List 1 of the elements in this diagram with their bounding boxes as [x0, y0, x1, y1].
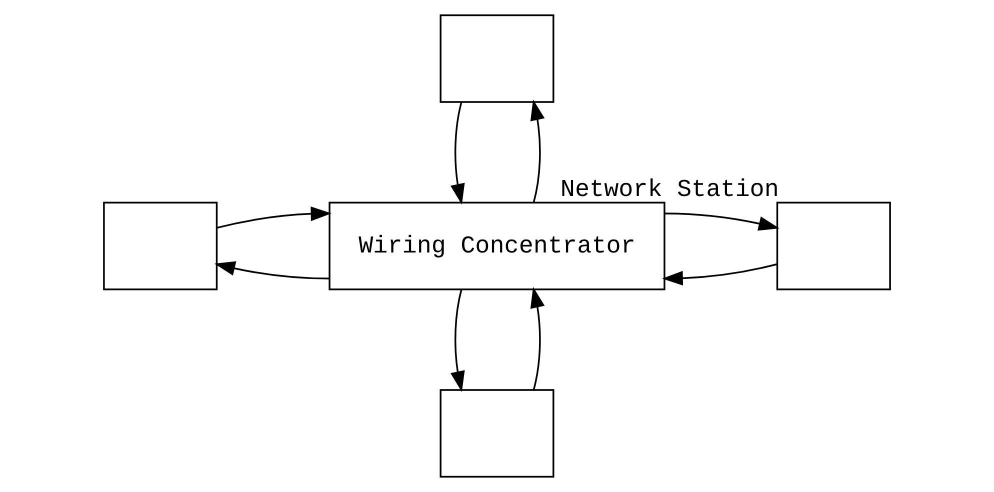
node-label: Network Station [560, 177, 779, 204]
